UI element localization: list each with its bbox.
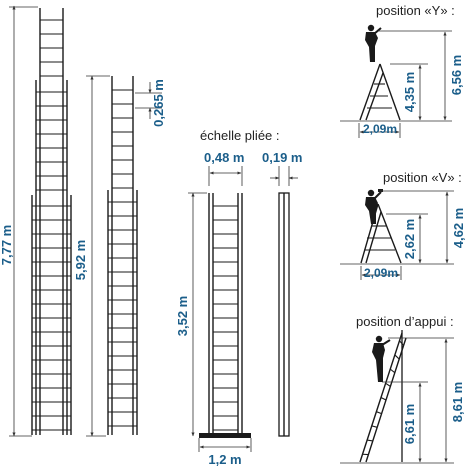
folded-width-dimension: [208, 166, 243, 186]
position-v-total-height: 4,62 m: [451, 208, 466, 248]
folded-depth-dimension: [270, 166, 298, 186]
height-label-7-77: 7,77 m: [0, 225, 14, 265]
position-appui-ladder-height: 6,61 m: [402, 404, 417, 444]
position-appui-person-icon: [372, 335, 391, 382]
position-v-ladder: [360, 203, 402, 264]
folded-height-label: 3,52 m: [175, 296, 190, 336]
extended-2-section-rungs: [108, 89, 137, 427]
ladder-rung: [385, 382, 391, 387]
position-y-ladder: [359, 63, 401, 121]
position-v-base: 2,09m: [364, 266, 398, 280]
ladder-rung: [399, 340, 405, 346]
position-appui-ladder: [359, 332, 407, 463]
ladder-rung: [371, 425, 378, 428]
folded-caption: échelle pliée :: [200, 128, 280, 143]
ladder-rung: [389, 368, 396, 374]
dimension-5-92: 5,92 m: [73, 75, 110, 437]
ladder-rung: [380, 397, 387, 401]
position-y-ladder-height: 4,35 m: [402, 72, 417, 112]
folded-ladder-front: [199, 193, 251, 438]
folded-ladder-side: [278, 192, 290, 437]
ladder-rung: [394, 354, 400, 360]
position-v-ladder-height: 2,62 m: [402, 219, 417, 259]
folded-height-dimension: 3,52 m: [175, 192, 207, 437]
position-appui-dimensions: 6,61 m 8,61 m: [340, 337, 465, 464]
position-y-caption: position «Y» :: [376, 3, 455, 18]
dimension-rung-spacing: 0,265 m: [135, 79, 166, 127]
extended-3-section-rungs: [32, 19, 71, 431]
extended-3-section-ladder: [31, 8, 72, 435]
folded-base-dimension: 1,2 m: [198, 438, 252, 467]
height-label-5-92: 5,92 m: [73, 240, 88, 280]
position-y-total-height: 6,56 m: [449, 55, 464, 95]
position-appui-total-height: 8,61 m: [450, 382, 465, 422]
position-appui-caption: position d’appui :: [356, 314, 454, 329]
dimension-7-77: 7,77 m: [0, 5, 38, 437]
position-y-base: 2,09m: [363, 122, 397, 136]
ladder-rung: [376, 411, 382, 415]
extended-2-section-ladder: [107, 76, 138, 435]
ladder-rung: [367, 439, 373, 442]
folded-base-label: 1,2 m: [208, 452, 241, 467]
position-v-person-icon: [365, 189, 383, 224]
position-v-caption: position «V» :: [383, 170, 462, 185]
folded-depth-label: 0,19 m: [262, 150, 302, 165]
position-y-person-icon: [365, 24, 382, 62]
folded-width-label: 0,48 m: [204, 150, 244, 165]
rung-spacing-label: 0,265 m: [151, 79, 166, 127]
position-y-dimensions: 4,35 m 6,56 m 2,09m: [340, 30, 464, 138]
position-appui-rungs: [362, 340, 405, 456]
position-v-dimensions: 2,62 m 4,62 m 2,09m: [340, 190, 466, 280]
folded-ladder-rungs: [213, 205, 238, 431]
